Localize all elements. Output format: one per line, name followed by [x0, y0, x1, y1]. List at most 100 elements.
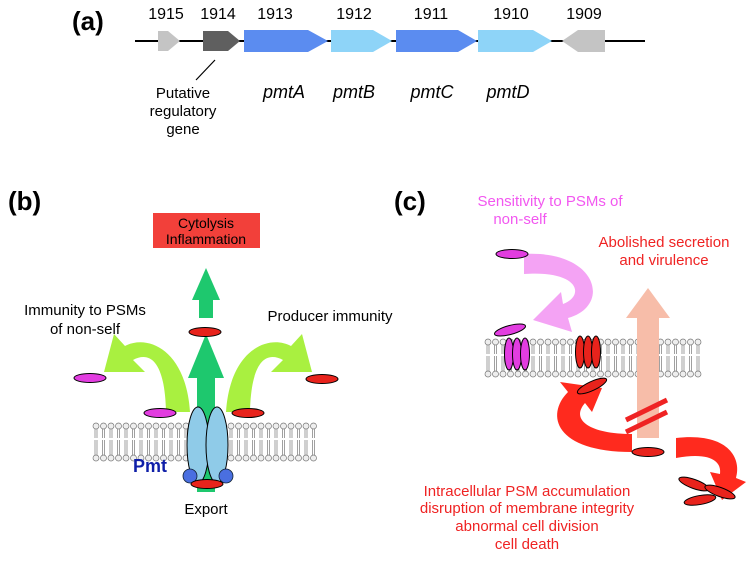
gene-name-pmtD: pmtD — [485, 82, 529, 102]
outcome-box — [153, 213, 260, 248]
lipid — [559, 338, 567, 378]
gene-id-1909: 1909 — [566, 6, 602, 23]
lipid — [115, 422, 122, 462]
regulatory-label-line1: Putative — [156, 85, 210, 102]
regulatory-label-line2: regulatory — [150, 103, 217, 120]
lipid — [100, 422, 107, 462]
block-mark-1 — [624, 397, 669, 423]
transporter-label: Pmt — [133, 456, 167, 476]
consequence-curve-arrow-left — [557, 382, 632, 452]
panel-a-label: (a) — [72, 6, 104, 36]
lipid — [687, 338, 694, 378]
lipid — [672, 338, 679, 378]
lipid — [122, 422, 130, 462]
gene-arrow-1915 — [158, 31, 180, 51]
lipid — [544, 338, 552, 378]
abolished-label-line2: and virulence — [619, 252, 708, 269]
psm-intracellular — [190, 479, 224, 489]
psm-exported — [188, 327, 222, 337]
lipid — [167, 422, 175, 462]
export-arrow-upper — [192, 268, 220, 318]
gene-arrow-1913 — [244, 30, 328, 52]
psm-self-membrane — [231, 408, 265, 418]
regulatory-pointer — [195, 59, 216, 81]
lipid — [612, 338, 619, 378]
gene-arrow-1909 — [562, 30, 605, 52]
lipid — [310, 422, 317, 462]
abolished-arrow — [626, 288, 670, 438]
gene-id-1913: 1913 — [257, 6, 293, 23]
psm-self-released — [305, 374, 339, 384]
panel-b: (b) Cytolysis Inflammation Immunity to P… — [8, 186, 393, 518]
gene-id-1914: 1914 — [200, 6, 236, 23]
immunity-nonself-label-line1: Immunity to PSMs — [24, 302, 146, 319]
consequence-line1: Intracellular PSM accumulation — [424, 483, 631, 500]
psm-intracellular-1 — [576, 377, 608, 395]
transporter-atpase-left — [182, 468, 198, 484]
lipid — [679, 338, 687, 378]
abolished-label-line1: Abolished secretion — [599, 234, 730, 251]
lipid — [567, 338, 574, 378]
sensitivity-label-line2: non-self — [493, 211, 547, 228]
lipid — [529, 338, 537, 378]
lipid — [694, 338, 702, 378]
lipid — [295, 422, 302, 462]
lipid — [280, 422, 287, 462]
producer-curve-arrow-right — [226, 334, 312, 412]
psm-intracellular-3 — [678, 476, 710, 492]
lipid — [227, 422, 235, 462]
lipid — [272, 422, 280, 462]
outcome-label-line2: Inflammation — [166, 231, 246, 247]
gene-arrow-1914 — [203, 31, 240, 51]
psm-intracellular-4 — [683, 494, 717, 506]
lipid — [604, 338, 612, 378]
lipid — [552, 338, 559, 378]
lipid — [242, 422, 250, 462]
export-label: Export — [184, 501, 228, 518]
lipid — [175, 422, 182, 462]
panel-b-label: (b) — [8, 186, 41, 216]
lipid — [287, 422, 295, 462]
panel-c: (c) Sensitivity to PSMs of non-self Abol… — [394, 186, 746, 553]
consequence-line2: disruption of membrane integrity — [420, 500, 635, 517]
lipid — [257, 422, 265, 462]
psm-pore-red-3 — [591, 335, 601, 369]
lipid — [619, 338, 627, 378]
producer-immunity-label: Producer immunity — [267, 308, 393, 325]
psm-nonself-membrane — [143, 408, 177, 418]
lipid — [235, 422, 242, 462]
lipid — [92, 422, 100, 462]
immunity-nonself-label-line2: of non-self — [50, 321, 121, 338]
gene-name-pmtA: pmtA — [262, 82, 305, 102]
sensitivity-label-line1: Sensitivity to PSMs of — [477, 193, 623, 210]
gene-id-1915: 1915 — [148, 6, 184, 23]
consequence-line4: cell death — [495, 536, 559, 553]
lipid — [302, 422, 310, 462]
psm-nonself — [73, 373, 107, 383]
psm-pore-magenta-3 — [520, 337, 530, 371]
sensitivity-curve-arrow — [524, 253, 593, 332]
gene-arrow-1911 — [396, 30, 477, 52]
psm-intracellular-2 — [631, 447, 665, 457]
lipid — [250, 422, 257, 462]
gene-arrow-1912 — [331, 30, 392, 52]
psm-intracellular-5 — [704, 484, 736, 500]
regulatory-label-line3: gene — [166, 121, 199, 138]
immunity-curve-arrow-left — [104, 334, 190, 412]
lipid — [537, 338, 544, 378]
panel-a: (a) 1915 1914 1913 1912 1911 1910 1909 p… — [72, 6, 645, 138]
psm-nonself-docked — [494, 323, 526, 337]
transporter-atpase-right — [218, 468, 234, 484]
lipid — [492, 338, 499, 378]
gene-name-pmtC: pmtC — [409, 82, 454, 102]
panel-c-label: (c) — [394, 186, 426, 216]
gene-id-1910: 1910 — [493, 6, 529, 23]
outcome-label-line1: Cytolysis — [178, 215, 234, 231]
consequence-curve-arrow-right — [676, 437, 746, 500]
gene-id-1911: 1911 — [414, 6, 449, 23]
lipid — [265, 422, 272, 462]
lipid — [627, 338, 634, 378]
lipid — [484, 338, 492, 378]
gene-id-1912: 1912 — [336, 6, 372, 23]
